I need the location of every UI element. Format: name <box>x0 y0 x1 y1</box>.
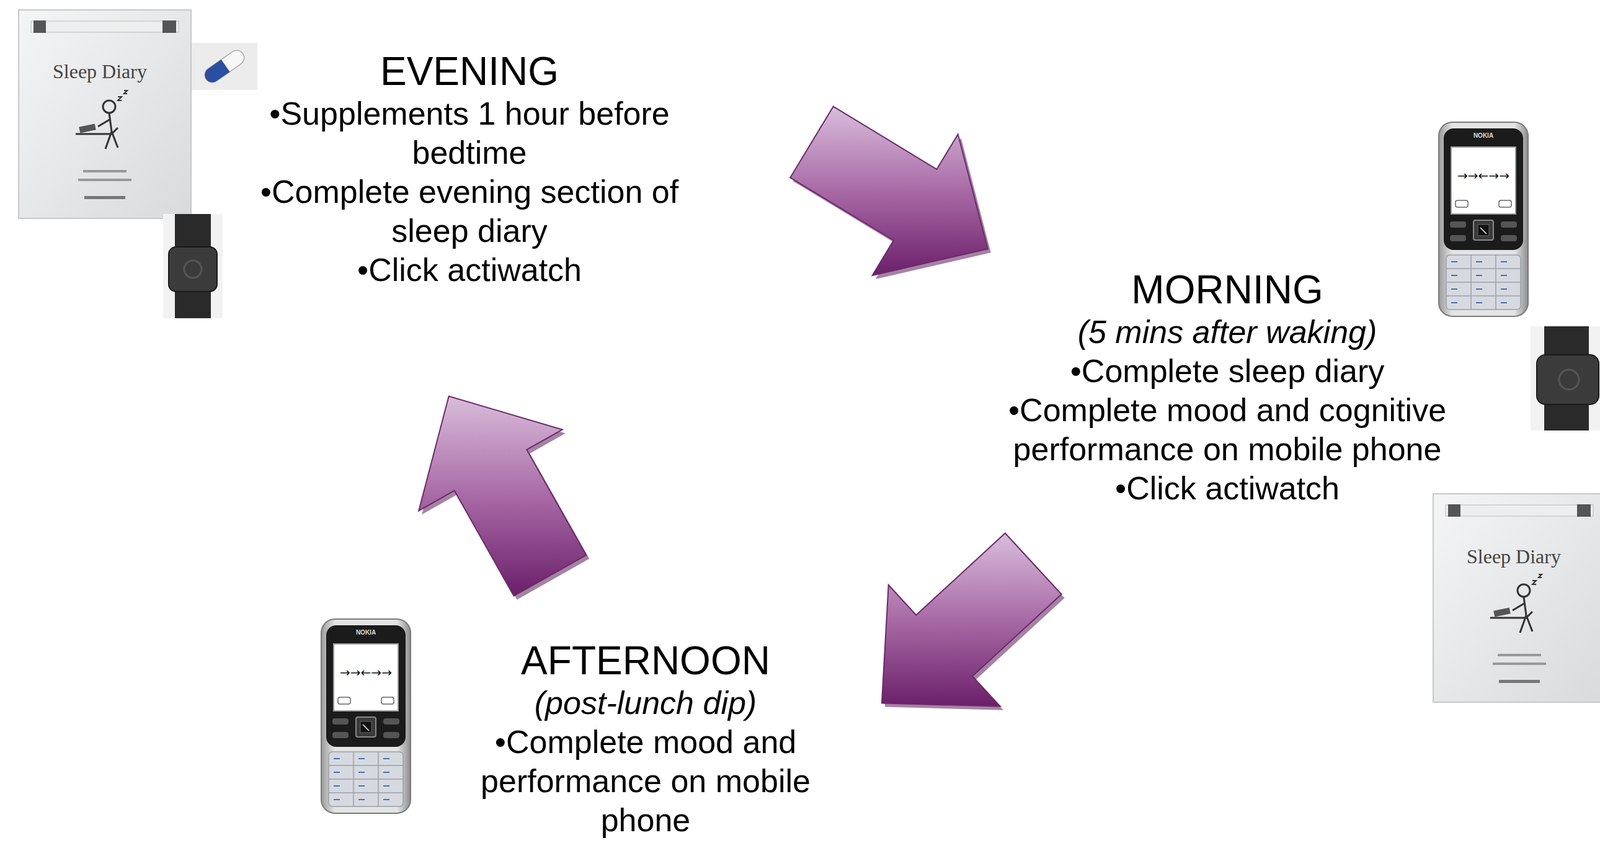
sleep-diary-booklet <box>18 9 192 219</box>
sleep-diary-booklet <box>1433 493 1600 703</box>
cycle-arrow <box>881 533 1065 711</box>
step-block: MORNING(5 mins after waking)•Complete sl… <box>979 261 1476 513</box>
step-heading: AFTERNOON <box>464 637 827 684</box>
screen-arrows: →→←→→ <box>272 664 459 680</box>
step-timing: (5 mins after waking) <box>984 312 1471 352</box>
step-heading: EVENING <box>244 48 694 95</box>
mobile-phone <box>1438 122 1529 317</box>
mobile-phone <box>321 618 411 814</box>
step-block: AFTERNOON(post-lunch dip)•Complete mood … <box>459 632 832 845</box>
step-item: •Click actiwatch <box>984 468 1471 508</box>
step-heading: MORNING <box>984 266 1471 313</box>
step-item: •Complete sleep diary <box>984 351 1471 391</box>
block-arrow <box>881 533 1062 707</box>
block-arrow <box>790 106 988 276</box>
cycle-arrow <box>790 106 992 280</box>
booklet-title: Sleep Diary <box>6 59 193 84</box>
step-item: •Supplements 1 hour before bedtime <box>244 94 694 173</box>
cycle-arrow <box>418 396 590 600</box>
step-item: •Click actiwatch <box>244 250 694 290</box>
capsule-picture <box>191 42 258 90</box>
screen-arrows: →→←→→ <box>1390 168 1577 183</box>
step-item: •Complete evening section of sleep diary <box>244 172 694 251</box>
step-timing: (post-lunch dip) <box>464 683 827 723</box>
actiwatch-picture <box>1530 326 1600 431</box>
phone-brand: NOKIA <box>272 628 459 637</box>
booklet-title: Sleep Diary <box>1420 544 1600 569</box>
block-arrow <box>418 396 587 596</box>
step-block: EVENING•Supplements 1 hour before bedtim… <box>240 43 699 295</box>
step-item: •Complete mood and performance on mobile… <box>464 722 827 840</box>
phone-brand: NOKIA <box>1390 132 1577 140</box>
step-item: •Complete mood and cognitive performance… <box>984 390 1471 469</box>
actiwatch-picture <box>163 213 223 319</box>
